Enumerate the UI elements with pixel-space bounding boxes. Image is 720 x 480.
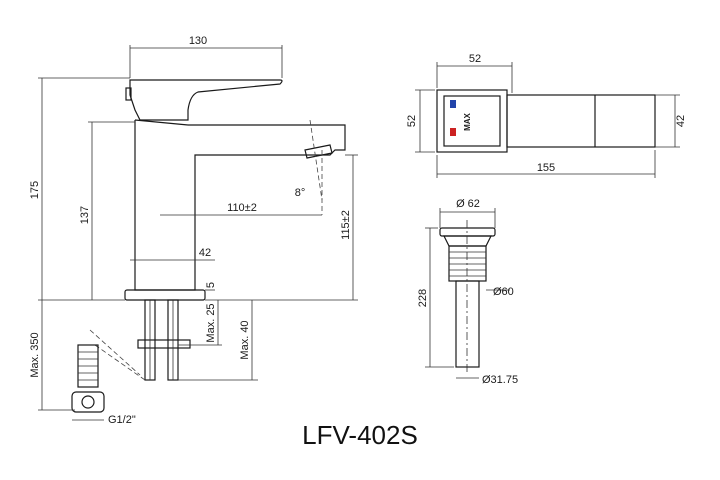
dim-42-base: 42 (199, 247, 211, 259)
faucet-top-view: MAX (436, 89, 656, 153)
aerator (304, 144, 333, 159)
dim-drain-60: Ø60 (493, 286, 514, 298)
top-handle (506, 94, 656, 148)
dim-drain-31: Ø31.75 (482, 374, 518, 386)
dim-angle: 8° (295, 187, 306, 199)
hose-line-1 (89, 329, 141, 376)
dim-130: 130 (189, 35, 207, 47)
drain-dimensions (425, 208, 510, 379)
dim-max40: Max. 40 (239, 320, 251, 359)
drain-flange (443, 235, 492, 247)
brand-mark: MAX (463, 112, 472, 130)
dim-drain-62: Ø 62 (456, 198, 480, 210)
cold-indicator (450, 100, 456, 108)
side-dimensions (38, 45, 358, 421)
top-body-inner (443, 95, 501, 147)
mount-plate (137, 339, 191, 349)
faucet-base (124, 289, 206, 301)
dim-52-top: 52 (469, 53, 481, 65)
faucet-handle (129, 79, 283, 121)
dim-42-top: 42 (675, 115, 687, 127)
dim-52-side: 52 (406, 115, 418, 127)
dim-max25: Max. 25 (205, 303, 217, 342)
hot-indicator (450, 128, 456, 136)
top-body (436, 89, 508, 153)
model-number: LFV-402S (302, 420, 418, 450)
drain-pipe (455, 280, 480, 368)
handle-cap (125, 87, 132, 101)
dim-110: 110±2 (227, 202, 257, 214)
dim-drain-228: 228 (417, 289, 429, 307)
dim-137: 137 (79, 206, 91, 224)
dim-thread: G1/2" (108, 414, 136, 426)
faucet-side-view (124, 79, 346, 381)
hose-connector (71, 329, 146, 413)
angle-line (309, 119, 323, 201)
dim-max350: Max. 350 (29, 332, 41, 377)
dim-5: 5 (205, 282, 217, 288)
hose-line-2 (94, 344, 146, 381)
dim-175: 175 (29, 181, 41, 199)
connector-nut (71, 391, 105, 413)
body-edge (134, 119, 189, 126)
drain-view (439, 220, 496, 375)
drain-cap (439, 227, 496, 237)
connector-hole (81, 395, 95, 409)
top-dimensions (415, 62, 680, 178)
dim-115: 115±2 (340, 210, 352, 240)
dim-155: 155 (537, 162, 555, 174)
